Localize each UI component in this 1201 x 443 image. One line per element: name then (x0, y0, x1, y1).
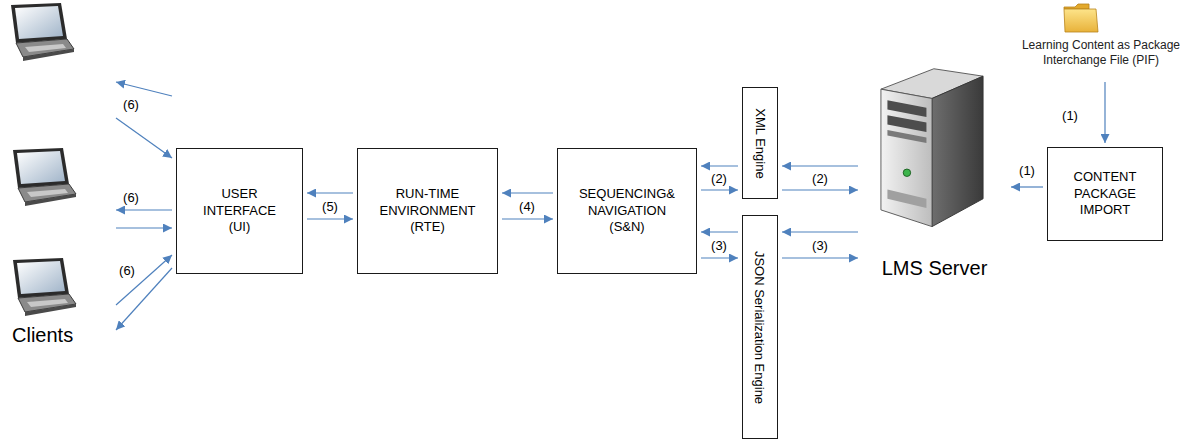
node-label: RUN-TIME ENVIRONMENT (RTE) (372, 186, 483, 237)
callout-number: (6) (122, 190, 140, 205)
process-box: SEQUENCING& NAVIGATION (S&N) (557, 148, 697, 274)
engine-box: JSON Serialization Engine (742, 215, 778, 439)
arrow-line (307, 218, 353, 219)
arrow-line (1104, 82, 1105, 143)
arrow-line (307, 192, 353, 193)
arrow-line (116, 82, 172, 96)
arrow-line (116, 255, 172, 305)
package-file: Learning Content as Package Interchange … (1003, 0, 1199, 78)
arrow-line (116, 118, 172, 158)
callout-number: (2) (710, 171, 728, 186)
laptop-icon (5, 148, 77, 208)
callout-number: (1) (1061, 108, 1079, 123)
folder-icon (1063, 2, 1099, 34)
server-icon (867, 65, 997, 235)
callout-number: (6) (122, 97, 140, 112)
node-label: Clients (12, 324, 73, 347)
laptop-icon (3, 3, 75, 63)
arrow-line (1011, 186, 1043, 187)
arrow-connector (116, 255, 172, 330)
callout-number: (3) (811, 238, 829, 253)
node-label: LMS Server (882, 257, 988, 280)
callout-number: (4) (518, 199, 536, 214)
arrow-line (701, 231, 738, 232)
node-label: SEQUENCING& NAVIGATION (S&N) (572, 186, 682, 237)
laptop-icon (5, 258, 77, 318)
callout-number: (3) (710, 238, 728, 253)
arrow-line (116, 227, 172, 228)
callout-number: (5) (321, 199, 339, 214)
process-box: CONTENT PACKAGE IMPORT (1047, 147, 1163, 241)
arrow-connector (701, 166, 738, 190)
node-label: USER INTERFACE (UI) (195, 186, 284, 237)
arrow-connector (502, 193, 553, 219)
arrow-connector (116, 210, 172, 228)
arrow-line (502, 218, 553, 219)
arrow-line (701, 165, 738, 166)
arrow-connector (701, 232, 738, 258)
engine-box: XML Engine (742, 87, 778, 199)
arrow-line (782, 165, 858, 166)
arrow-line (782, 231, 858, 232)
callout-number: (2) (811, 171, 829, 186)
arrow-connector (307, 193, 353, 219)
arrow-line (116, 209, 172, 210)
arrow-connector (116, 82, 172, 158)
callout-number: (1) (1018, 163, 1036, 178)
process-box: RUN-TIME ENVIRONMENT (RTE) (357, 148, 498, 274)
server-node: LMS Server (862, 65, 1007, 280)
node-label: CONTENT PACKAGE IMPORT (1060, 169, 1150, 220)
arrow-connector (782, 232, 858, 258)
arrow-line (782, 189, 858, 190)
node-label: XML Engine (753, 108, 768, 178)
node-label: JSON Serialization Engine (753, 250, 768, 403)
arrow-line (502, 192, 553, 193)
arrow-line (701, 257, 738, 258)
arrow-connector (782, 166, 858, 190)
process-box: USER INTERFACE (UI) (176, 148, 303, 274)
arrow-line (701, 189, 738, 190)
client-group: Clients (2, 2, 112, 347)
arrow-connector (1011, 187, 1043, 188)
callout-number: (6) (118, 263, 136, 278)
arrow-line (782, 257, 858, 258)
node-label: Learning Content as Package Interchange … (1003, 38, 1199, 68)
arrow-connector (1105, 82, 1106, 143)
